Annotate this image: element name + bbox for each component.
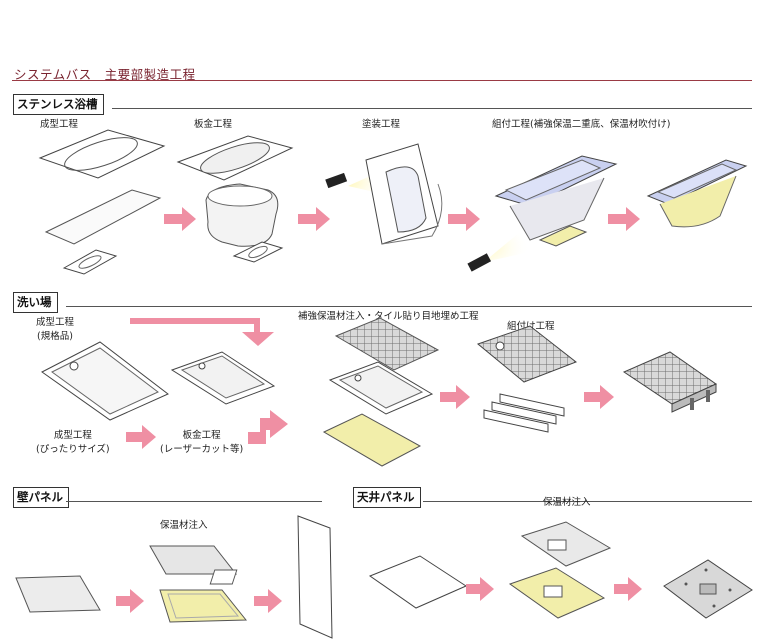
label-line: 成型工程 [36, 317, 75, 328]
ceiling-panel-flat [209, 555, 468, 609]
arrow-right [608, 207, 640, 231]
floor-tile-grid [334, 317, 440, 371]
floor-insulation [322, 413, 422, 467]
arrow-right [614, 577, 642, 601]
label-floor-reinforce: 補強保温材注入・タイル貼り目地埋め工程 [298, 311, 479, 322]
label-tub-forming: 成型工程 [40, 119, 79, 130]
floor-finished [622, 351, 718, 413]
arrow-right [584, 385, 614, 409]
page-title: システムバス 主要部製造工程 [14, 67, 196, 82]
label-floor-forming-fit: 成型工程 (ぴったりサイズ) [36, 427, 110, 455]
section-header-tub: ステンレス浴槽 [13, 94, 104, 115]
label-wall-insulation: 保温材注入 [160, 520, 208, 531]
arrow-right [126, 425, 156, 449]
floor-assembly-tray [476, 325, 578, 383]
arrow-right [466, 577, 494, 601]
wall-panel-insulation [159, 589, 248, 623]
title-underline [12, 80, 752, 81]
label-tub-assembly: 組付工程(補強保温二重底、保温材吹付け) [492, 119, 671, 130]
wall-panel-finished [297, 515, 333, 639]
section-header-ceiling: 天井パネル [353, 487, 421, 508]
label-line: (規格品) [37, 331, 73, 342]
tub-finished [646, 159, 748, 228]
label-line: 板金工程 [182, 430, 221, 441]
label-line: (ぴったりサイズ) [36, 444, 110, 455]
label-floor-sheet-metal: 板金工程 (レーザーカット等) [160, 427, 243, 455]
wall-panel-flat [15, 575, 101, 613]
section-divider [423, 501, 752, 502]
section-header-floor: 洗い場 [13, 292, 58, 313]
arrow-right [448, 207, 480, 231]
arrow-elbow [248, 410, 288, 444]
section-divider [112, 108, 752, 109]
section-divider [66, 501, 322, 502]
label-line: 成型工程 [53, 430, 92, 441]
label-ceiling-insulation: 保温材注入 [543, 497, 591, 508]
section-header-wall: 壁パネル [13, 487, 69, 508]
arrow-right [164, 207, 196, 231]
ceiling-panel-top-sheet [520, 521, 612, 567]
floor-sheet-metal-tray [170, 351, 276, 405]
label-tub-painting: 塗装工程 [362, 119, 401, 130]
arrow-right [116, 589, 144, 613]
tub-forming-sheet [38, 129, 166, 275]
floor-forming-standard [41, 341, 169, 421]
label-line: (レーザーカット等) [160, 444, 244, 455]
arrow-right [254, 589, 282, 613]
ceiling-panel-finished [663, 559, 753, 619]
arrow-right [440, 385, 470, 409]
floor-tray [328, 361, 434, 415]
tub-painting [325, 143, 443, 245]
floor-assembly-legs [483, 393, 565, 433]
ceiling-panel-insulation [508, 567, 606, 619]
tub-sheet-metal-parts [176, 135, 294, 263]
section-divider [66, 306, 752, 307]
process-arrows [116, 207, 642, 613]
arrow-elbow [130, 318, 274, 346]
arrow-right [298, 207, 330, 231]
label-floor-forming-standard: 成型工程 (規格品) [36, 314, 74, 342]
wall-panel-top-sheet [149, 545, 238, 575]
tub-assembly [467, 155, 618, 272]
label-tub-sheet-metal: 板金工程 [194, 119, 233, 130]
